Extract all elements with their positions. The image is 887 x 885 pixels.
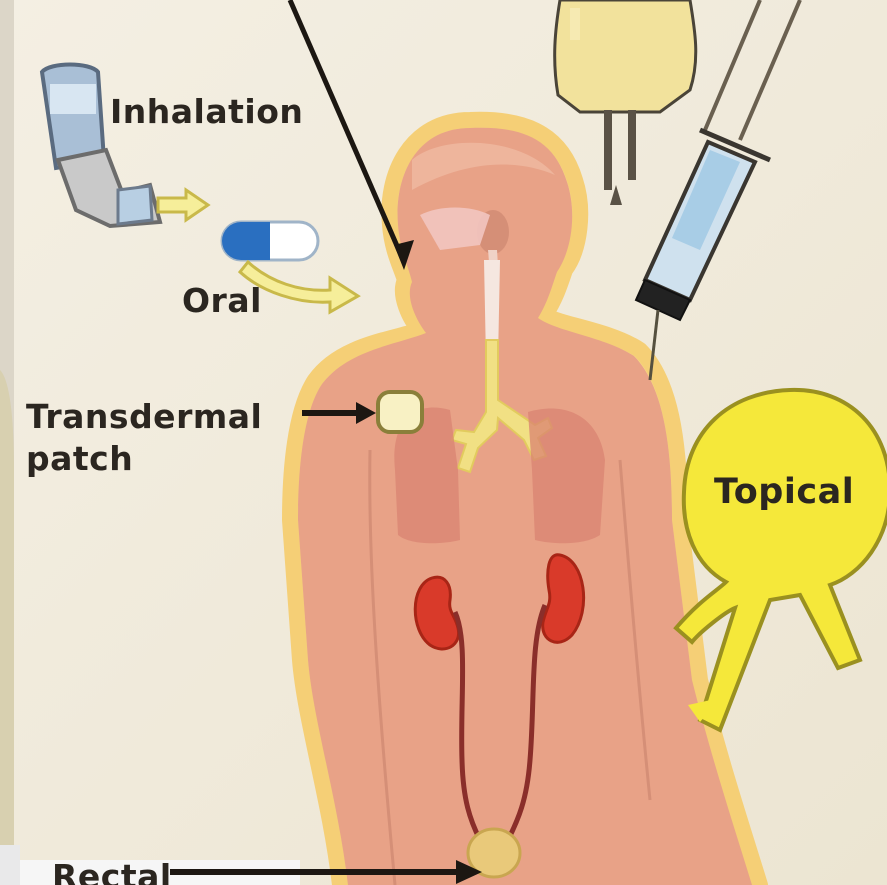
capsule-pill [222,222,318,260]
transdermal-label-line1: Transdermal [26,396,262,438]
oral-label: Oral [182,281,262,320]
transdermal-label: Transdermal patch [26,396,262,480]
topical-label: Topical [714,472,854,512]
transdermal-patch [378,392,422,432]
rectal-label: Rectal [52,857,172,885]
inhalation-label: Inhalation [110,92,303,131]
transdermal-label-line2: patch [26,438,262,480]
